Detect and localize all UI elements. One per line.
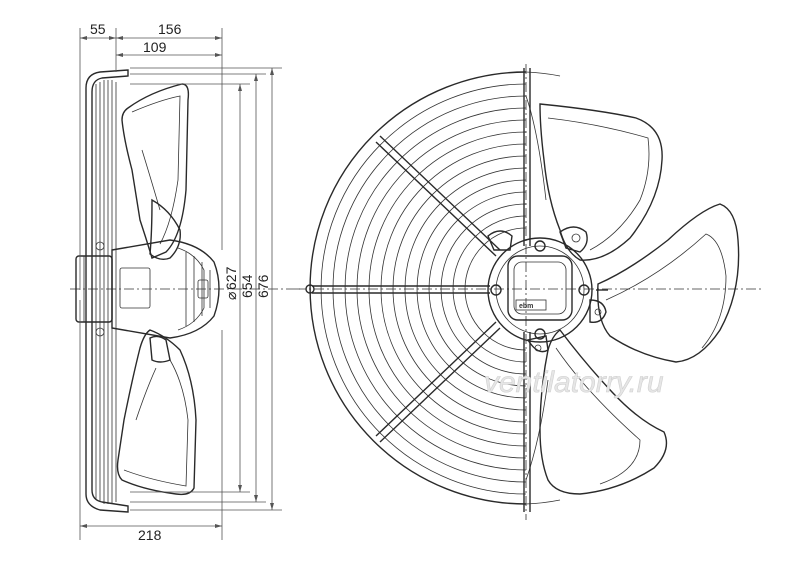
dim-627: 627 <box>223 266 239 290</box>
motor-logo: ebm <box>519 303 533 310</box>
guard-strut-upper-diag <box>379 135 501 251</box>
blade-bottom-right <box>539 329 668 495</box>
motor-bolt <box>490 284 502 296</box>
guard-frame <box>85 69 129 513</box>
front-view: ebm <box>296 64 764 520</box>
dimension-labels: 55 156 109 218 ⌀ 627 654 676 <box>90 21 271 543</box>
side-view <box>70 69 300 513</box>
fan-blades <box>539 103 740 495</box>
guard-strut-lower-diag <box>379 327 501 443</box>
fan-guard <box>305 68 608 512</box>
blade-right <box>597 203 740 363</box>
motor-rotor <box>111 239 220 339</box>
diameter-symbol: ⌀ <box>223 292 239 300</box>
dim-156: 156 <box>158 21 182 37</box>
dim-55: 55 <box>90 21 106 37</box>
motor-front: ebm <box>487 226 607 353</box>
dim-676: 676 <box>255 274 271 298</box>
watermark: ventilatorry.ru <box>484 366 664 399</box>
terminal-box <box>507 255 573 321</box>
lower-blade <box>116 329 197 496</box>
motor-housing <box>487 237 593 343</box>
dim-218: 218 <box>138 527 162 543</box>
dim-654: 654 <box>239 274 255 298</box>
dimension-lines <box>79 28 282 540</box>
blade-top-right <box>539 103 663 261</box>
dim-109: 109 <box>143 39 167 55</box>
